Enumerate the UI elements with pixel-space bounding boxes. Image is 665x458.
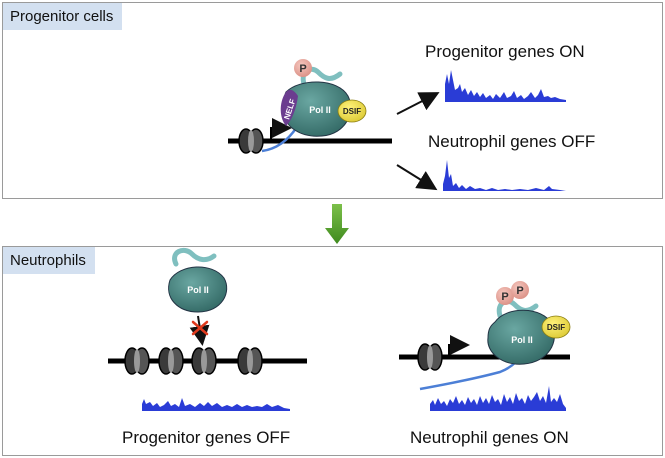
signal-track-progenitor-on	[445, 70, 566, 102]
nucleosome-icon	[191, 347, 217, 375]
caption-neutrophil-genes-off: Neutrophil genes OFF	[428, 132, 596, 151]
panel-title-progenitor: Progenitor cells	[3, 3, 123, 30]
pol-ii-icon: Pol II	[168, 266, 228, 313]
caption-progenitor-genes-off: Progenitor genes OFF	[122, 428, 291, 447]
phospho-icon: P	[511, 281, 529, 299]
caption-neutrophil-genes-on: Neutrophil genes ON	[410, 428, 569, 447]
nucleosome-icon	[158, 347, 184, 375]
signal-track-neutrophil-off	[443, 160, 566, 191]
ctd-tail	[172, 247, 217, 267]
svg-text:Pol II: Pol II	[511, 335, 533, 345]
panel-title-neutrophils: Neutrophils	[3, 247, 95, 274]
svg-text:Pol II: Pol II	[309, 105, 331, 115]
svg-text:P: P	[299, 63, 306, 75]
svg-text:DSIF: DSIF	[547, 323, 565, 332]
signal-track-neutrophil-on	[430, 386, 566, 411]
svg-text:DSIF: DSIF	[343, 107, 361, 116]
dsif-icon: DSIF	[541, 315, 571, 339]
caption-progenitor-genes-on: Progenitor genes ON	[425, 42, 585, 61]
pol-ii-icon: Pol II	[487, 309, 555, 365]
nucleosome-icon	[417, 343, 443, 371]
arrow-to-on-track	[396, 92, 440, 115]
block-cross-icon	[191, 320, 209, 336]
nucleosome-icon	[237, 347, 263, 375]
nucleosome-icon	[124, 347, 150, 375]
tss-arrow-icon	[270, 118, 292, 141]
tss-arrow-icon	[448, 335, 470, 357]
neutrophils-panel: Neutrophils	[2, 246, 663, 456]
dsif-icon: DSIF	[337, 99, 367, 123]
svg-text:Pol II: Pol II	[187, 285, 209, 295]
svg-text:P: P	[516, 285, 523, 297]
nucleosome-icon	[238, 128, 264, 154]
signal-track-progenitor-off	[142, 398, 290, 411]
arrow-to-off-track	[396, 164, 438, 191]
svg-text:P: P	[501, 291, 508, 303]
phospho-icon: P	[294, 59, 312, 77]
transition-arrow-icon	[325, 204, 349, 244]
phospho-icon: P	[496, 287, 514, 305]
